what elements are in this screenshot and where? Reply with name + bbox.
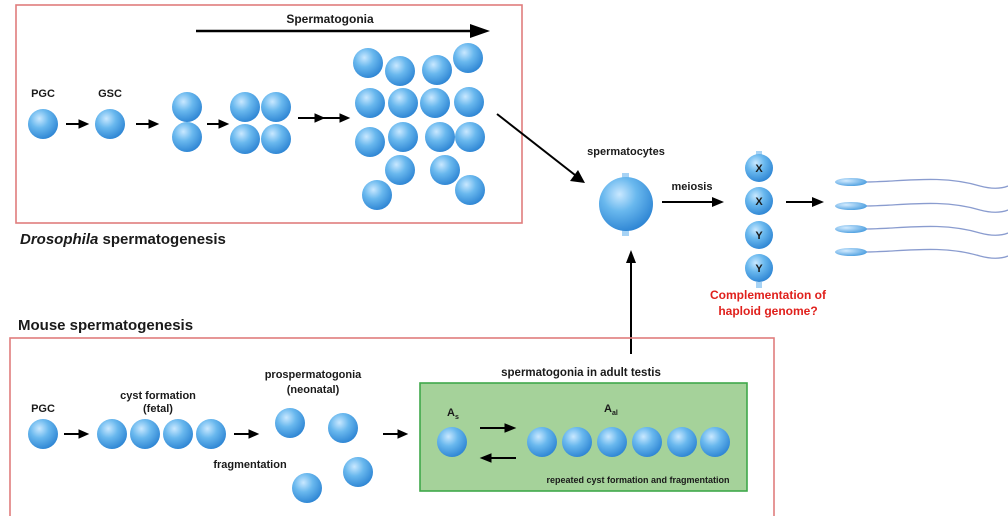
prospermatogonia-cells bbox=[275, 408, 373, 503]
drosophila-pgc-cell bbox=[28, 109, 58, 139]
aal-label-main: A bbox=[604, 403, 612, 415]
fetal-cyst bbox=[97, 419, 226, 449]
prospermatogonia-label-line1: prospermatogonia bbox=[265, 369, 362, 381]
drosophila-gsc-cell bbox=[95, 109, 125, 139]
chromosome-label-1: X bbox=[755, 163, 763, 175]
drosophila-box bbox=[15, 4, 523, 224]
spermatogonia-banner-arrowhead bbox=[470, 24, 490, 38]
complementation-question-line2: haploid genome? bbox=[718, 304, 817, 318]
drosophila-title-rest: spermatogenesis bbox=[98, 231, 226, 248]
mouse-pgc-cell bbox=[28, 419, 58, 449]
drosophila-to-spermatocyte-arrowhead bbox=[570, 170, 585, 183]
haploid-spermatid-chain bbox=[745, 151, 773, 288]
spermatocyte-cell bbox=[599, 173, 653, 236]
two-cell-cyst bbox=[172, 92, 202, 152]
as-label-sub: s bbox=[455, 414, 459, 421]
as-label: As bbox=[447, 407, 459, 421]
drosophila-pgc-label: PGC bbox=[31, 88, 55, 100]
cyst-fragmentation-arrows bbox=[479, 423, 517, 463]
mouse-box bbox=[9, 337, 775, 516]
prospermatogonia-label-line2: (neonatal) bbox=[287, 384, 340, 396]
spermiogenesis-arrowhead bbox=[812, 197, 824, 207]
aal-label: Aal bbox=[604, 403, 618, 417]
spermatogonia-banner-label: Spermatogonia bbox=[286, 12, 374, 26]
mouse-section-title: Mouse spermatogenesis bbox=[18, 317, 193, 334]
cyst-formation-label-line2: (fetal) bbox=[143, 403, 173, 415]
adult-spermatogonia-title: spermatogonia in adult testis bbox=[501, 367, 661, 379]
mouse-pgc-label: PGC bbox=[31, 403, 55, 415]
meiosis-label: meiosis bbox=[672, 181, 713, 193]
cyst-formation-label-line1: cyst formation bbox=[120, 390, 196, 402]
aal-cyst-chain bbox=[527, 427, 730, 457]
sixteen-cell-cyst bbox=[353, 43, 485, 210]
mouse-step-arrows bbox=[64, 429, 409, 439]
drosophila-title-italic: Drosophila bbox=[20, 231, 98, 248]
complementation-question-line1: Complementation of bbox=[710, 288, 827, 302]
drosophila-to-spermatocyte-arrow bbox=[496, 113, 576, 176]
spermatocytes-label: spermatocytes bbox=[587, 146, 665, 158]
aal-label-sub: al bbox=[612, 410, 618, 417]
as-label-main: A bbox=[447, 407, 455, 419]
drosophila-gsc-label: GSC bbox=[98, 88, 122, 100]
drosophila-step-arrows bbox=[66, 113, 351, 129]
drosophila-section-title: Drosophila spermatogenesis bbox=[20, 231, 226, 248]
chromosome-label-2: X bbox=[755, 196, 763, 208]
chromosome-label-3: Y bbox=[755, 230, 763, 242]
repeated-cyst-label: repeated cyst formation and fragmentatio… bbox=[546, 475, 729, 485]
mouse-to-spermatocyte-arrowhead bbox=[626, 250, 636, 263]
fragmentation-label: fragmentation bbox=[213, 459, 287, 471]
sperm-cells bbox=[835, 178, 1008, 259]
as-cell bbox=[437, 427, 467, 457]
meiosis-arrowhead bbox=[712, 197, 724, 207]
chromosome-label-4: Y bbox=[755, 263, 763, 275]
four-cell-cyst bbox=[230, 92, 291, 154]
